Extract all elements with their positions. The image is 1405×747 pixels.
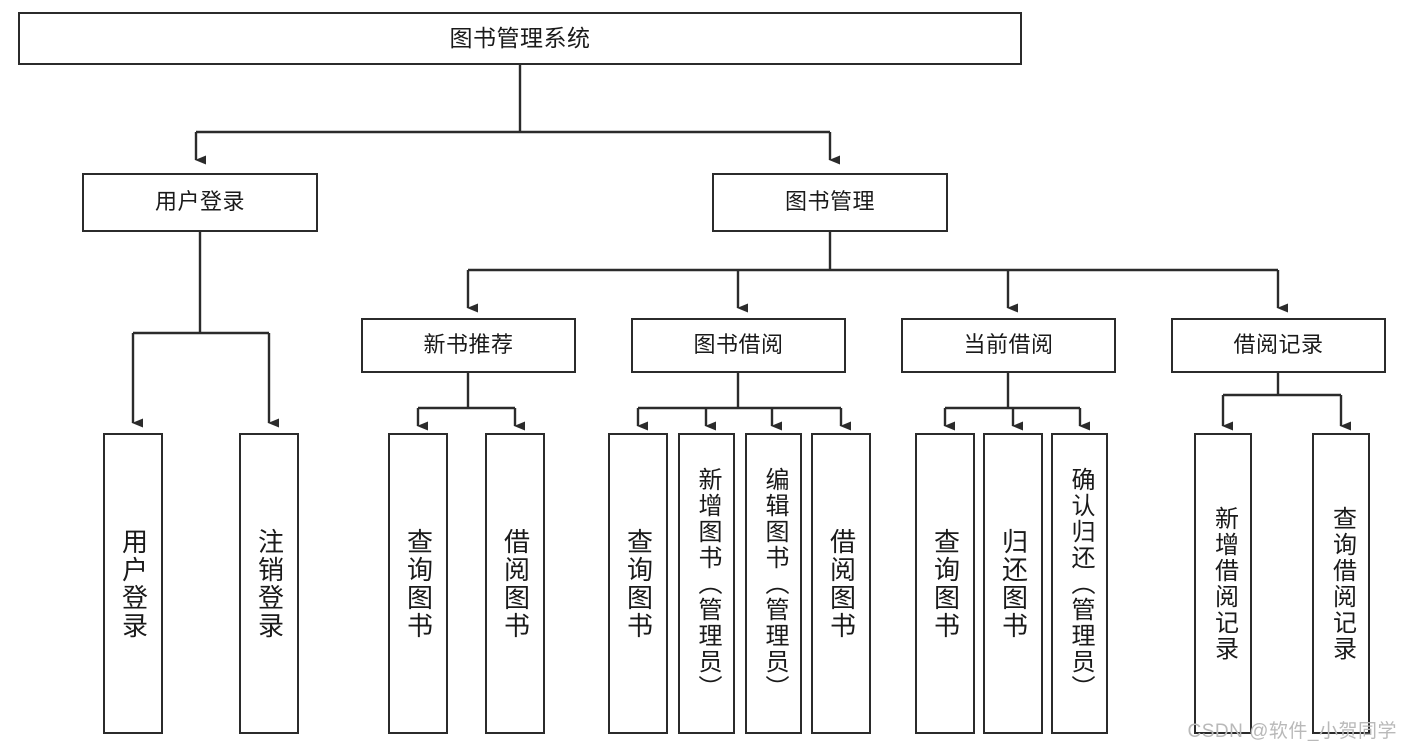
- leaf-query-book-borrowing[interactable]: 查询图书: [608, 433, 668, 734]
- node-label: 借阅记录: [1233, 332, 1324, 358]
- node-book-borrowing[interactable]: 图书借阅: [631, 318, 846, 373]
- node-label: 查询图书: [403, 527, 434, 640]
- csdn-watermark: CSDN @软件_小贺同学: [1187, 721, 1397, 742]
- leaf-add-borrow-record[interactable]: 新增借阅记录: [1194, 433, 1252, 734]
- node-label: 归还图书: [998, 527, 1029, 640]
- node-label: 注销登录: [254, 527, 285, 640]
- node-label: 查询借阅记录: [1328, 505, 1356, 662]
- node-label: 新增图书（管理员）: [693, 466, 721, 701]
- node-new-book-recommendation[interactable]: 新书推荐: [361, 318, 576, 373]
- node-label: 图书借阅: [693, 332, 784, 358]
- node-book-management[interactable]: 图书管理: [712, 173, 948, 232]
- leaf-edit-book-admin[interactable]: 编辑图书（管理员）: [745, 433, 802, 734]
- leaf-borrow-book-borrowing[interactable]: 借阅图书: [811, 433, 871, 734]
- node-label: 图书管理系统: [449, 24, 591, 51]
- node-current-borrowing[interactable]: 当前借阅: [901, 318, 1116, 373]
- node-book-management-system[interactable]: 图书管理系统: [18, 12, 1022, 65]
- node-borrow-records[interactable]: 借阅记录: [1171, 318, 1386, 373]
- node-user-login[interactable]: 用户登录: [82, 173, 318, 232]
- leaf-query-book-recommendation[interactable]: 查询图书: [388, 433, 448, 734]
- node-label: 确认归还（管理员）: [1066, 466, 1094, 701]
- leaf-query-borrow-record[interactable]: 查询借阅记录: [1312, 433, 1370, 734]
- leaf-logout[interactable]: 注销登录: [239, 433, 299, 734]
- node-label: 图书管理: [784, 189, 875, 215]
- node-label: 用户登录: [154, 189, 245, 215]
- node-label: 编辑图书（管理员）: [760, 466, 788, 701]
- node-label: 查询图书: [623, 527, 654, 640]
- node-label: 新书推荐: [423, 332, 514, 358]
- node-label: 当前借阅: [963, 332, 1054, 358]
- node-label: 借阅图书: [500, 527, 531, 640]
- leaf-query-book-current[interactable]: 查询图书: [915, 433, 975, 734]
- leaf-return-book[interactable]: 归还图书: [983, 433, 1043, 734]
- node-label: 新增借阅记录: [1210, 505, 1238, 662]
- leaf-user-login[interactable]: 用户登录: [103, 433, 163, 734]
- node-label: 用户登录: [118, 527, 149, 640]
- node-label: 借阅图书: [826, 527, 857, 640]
- leaf-borrow-book-recommendation[interactable]: 借阅图书: [485, 433, 545, 734]
- leaf-add-book-admin[interactable]: 新增图书（管理员）: [678, 433, 735, 734]
- leaf-confirm-return-admin[interactable]: 确认归还（管理员）: [1051, 433, 1108, 734]
- node-label: 查询图书: [930, 527, 961, 640]
